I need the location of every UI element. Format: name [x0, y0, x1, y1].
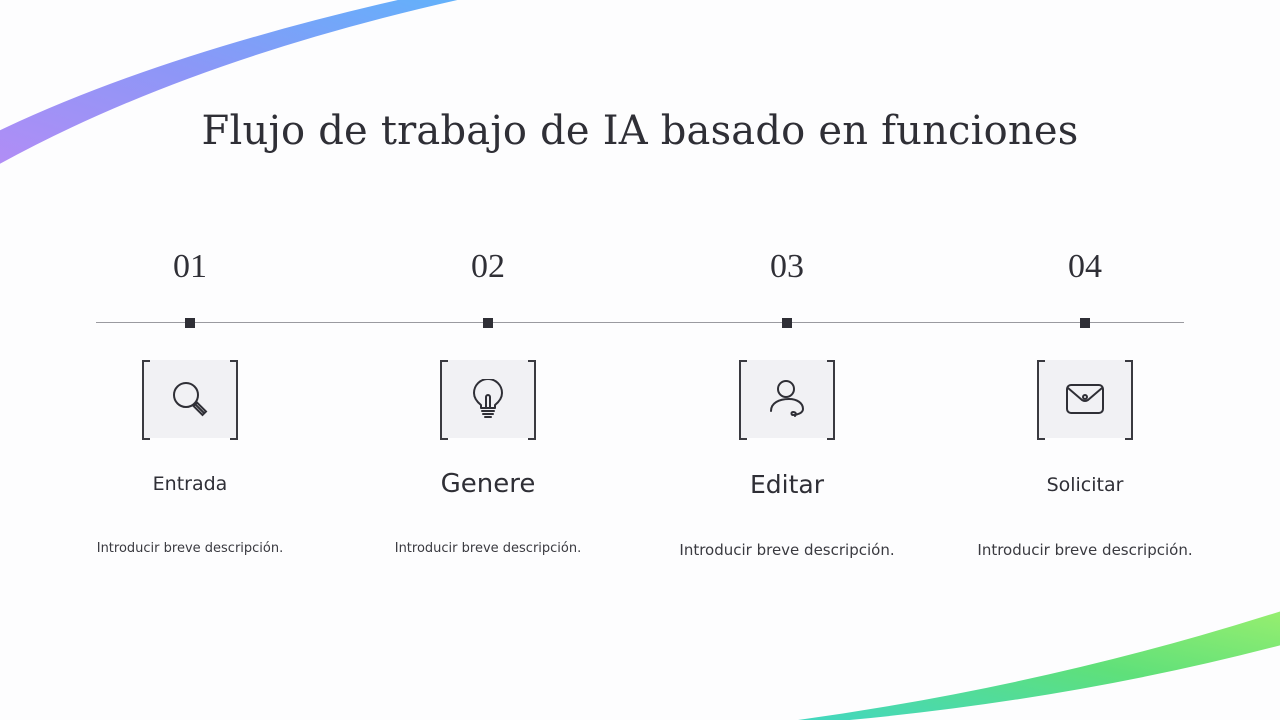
- timeline-marker: [483, 318, 493, 328]
- user-icon: [770, 380, 804, 417]
- step-3: 03 Editar Introducir breve descripción.: [657, 0, 917, 720]
- timeline-marker: [185, 318, 195, 328]
- search-icon: [173, 382, 208, 417]
- envelope-icon: [1066, 384, 1104, 414]
- step-number: 03: [770, 248, 804, 285]
- timeline-marker: [1080, 318, 1090, 328]
- timeline-line: [96, 322, 1184, 323]
- icon-frame: [739, 360, 835, 440]
- step-description: Introducir breve descripción.: [679, 541, 895, 559]
- timeline-marker: [782, 318, 792, 328]
- step-description: Introducir breve descripción.: [394, 541, 582, 556]
- step-label: Editar: [749, 470, 824, 499]
- lightbulb-icon: [473, 379, 503, 418]
- step-description: Introducir breve descripción.: [977, 541, 1193, 559]
- step-label: Entrada: [152, 473, 228, 495]
- step-1: 01 Entrada Introducir breve descripción.: [60, 0, 320, 720]
- step-label: Genere: [440, 469, 536, 499]
- step-number: 01: [173, 248, 207, 285]
- step-2: 02 Genere Introducir breve descripción.: [358, 0, 618, 720]
- step-4: 04 Solicitar Introducir breve descripció…: [955, 0, 1215, 720]
- icon-frame: [440, 360, 536, 440]
- step-number: 04: [1068, 248, 1102, 285]
- step-number: 02: [471, 248, 505, 285]
- icon-frame: [142, 360, 238, 440]
- slide-title: Flujo de trabajo de IA basado en funcion…: [201, 108, 1079, 154]
- icon-frame: [1037, 360, 1133, 440]
- step-description: Introducir breve descripción.: [96, 541, 284, 556]
- step-label: Solicitar: [1046, 474, 1124, 496]
- swoosh-bottom: [797, 611, 1280, 720]
